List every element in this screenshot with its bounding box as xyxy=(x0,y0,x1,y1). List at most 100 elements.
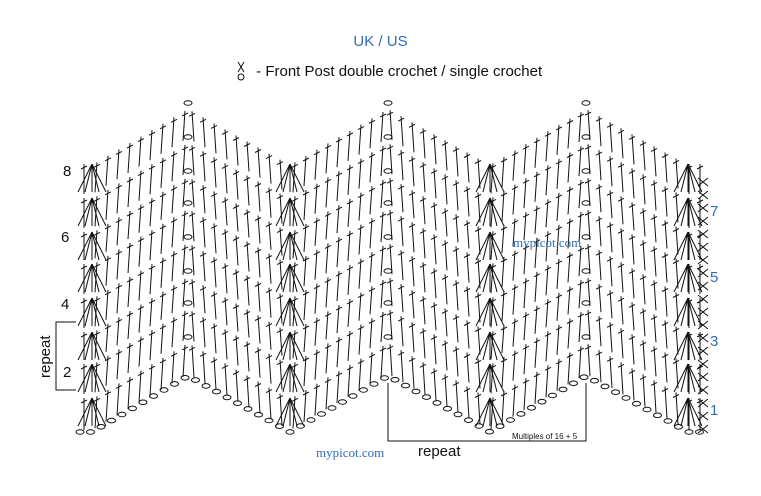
stitch-post xyxy=(609,122,613,153)
stitch-post xyxy=(598,250,602,281)
stitch-post xyxy=(105,355,109,386)
stitch-post xyxy=(105,389,109,422)
stitch-bar xyxy=(346,266,354,271)
chain-stitch xyxy=(527,405,536,411)
fan-stitch xyxy=(91,197,100,227)
stitch-bar xyxy=(357,194,365,199)
stitch-post xyxy=(116,149,120,180)
stitch-bar xyxy=(386,211,394,216)
stitch-post xyxy=(268,387,272,420)
stitch-post xyxy=(213,357,217,390)
fan-stitch xyxy=(275,263,291,293)
stitch-post xyxy=(116,217,120,246)
stitch-post xyxy=(422,162,426,193)
stitch-post xyxy=(380,179,384,209)
stitch-bar xyxy=(243,277,251,281)
stitch-bar xyxy=(243,143,251,147)
stitch-post xyxy=(631,368,635,401)
stitch-post xyxy=(257,381,261,414)
stitch-bar xyxy=(115,350,123,355)
fan-stitch xyxy=(475,263,491,293)
stitch-bar xyxy=(93,331,101,336)
fan-stitch xyxy=(680,163,689,193)
stitch-bar xyxy=(650,281,658,286)
stitch-post xyxy=(292,230,296,259)
chain-stitch xyxy=(443,405,452,412)
stitch-bar xyxy=(302,191,310,196)
fan-stitch xyxy=(84,163,93,193)
stitch-post xyxy=(598,116,602,147)
stitch-post xyxy=(675,292,679,323)
stitch-post xyxy=(609,256,613,287)
stitch-bar xyxy=(672,328,680,332)
stitch-bar xyxy=(474,360,482,364)
stitch-post xyxy=(534,171,538,202)
stitch-post xyxy=(675,258,679,289)
stitch-post xyxy=(292,296,296,327)
stitch-bar xyxy=(232,337,240,341)
fan-stitch xyxy=(687,397,703,427)
stitch-bar xyxy=(544,332,552,337)
stitch-post xyxy=(422,262,426,293)
stitch-bar xyxy=(544,300,552,305)
stitch-bar xyxy=(324,378,332,383)
stitch-bar xyxy=(386,279,394,284)
stitch-bar xyxy=(628,303,636,308)
stitch-post xyxy=(444,274,448,305)
stitch-bar xyxy=(254,149,262,153)
stitch-post xyxy=(400,350,404,383)
stitch-bar xyxy=(661,188,669,192)
stitch-bar xyxy=(463,222,471,226)
chain-stitch xyxy=(506,417,515,423)
stitch-bar xyxy=(93,263,101,268)
stitch-bar xyxy=(511,152,519,157)
stitch-bar xyxy=(313,251,321,256)
stitch-post xyxy=(213,123,217,154)
stitch-post xyxy=(191,145,195,176)
stitch-post xyxy=(501,390,505,424)
stitch-post xyxy=(191,245,195,276)
row-number-6: 6 xyxy=(61,229,70,246)
edge-stitch xyxy=(697,281,709,291)
stitch-bar xyxy=(181,146,189,151)
stitch-bar xyxy=(232,137,240,141)
stitch-post xyxy=(105,223,109,252)
fan-stitch xyxy=(91,397,107,427)
stitch-bar xyxy=(357,326,365,331)
stitch-bar xyxy=(302,357,310,362)
stitch-bar xyxy=(199,186,207,191)
stitch-bar xyxy=(115,184,123,189)
stitch-bar xyxy=(441,275,449,280)
stitch-post xyxy=(325,377,329,410)
stitch-post xyxy=(455,380,459,413)
stitch-bar xyxy=(379,147,387,152)
stitch-post xyxy=(347,330,351,361)
stitch-post xyxy=(202,151,206,182)
stitch-bar xyxy=(628,135,636,140)
stitch-post xyxy=(116,283,120,314)
stitch-post xyxy=(620,362,624,395)
stitch-post xyxy=(149,198,153,227)
stitch-post xyxy=(523,178,527,209)
stitch-post xyxy=(127,310,131,340)
stitch-post xyxy=(138,270,142,301)
stitch-post xyxy=(127,342,131,374)
repeat-bracket-vertical xyxy=(55,321,76,391)
chain-stitch xyxy=(306,417,316,423)
stitch-post xyxy=(94,196,98,227)
fan-stitch xyxy=(475,297,491,327)
stitch-bar xyxy=(661,288,669,292)
stitch-bar xyxy=(408,323,416,328)
stitch-bar xyxy=(386,345,394,350)
chain-stitch xyxy=(254,411,263,418)
repeat-bracket-horizontal xyxy=(387,383,587,442)
stitch-post xyxy=(444,340,448,371)
stitch-post xyxy=(389,178,393,207)
stitch-bar xyxy=(441,309,449,314)
stitch-bar xyxy=(181,280,189,285)
stitch-post xyxy=(246,141,250,172)
stitch-bar xyxy=(696,199,704,204)
stitch-post xyxy=(587,310,591,341)
stitch-post xyxy=(501,190,505,222)
